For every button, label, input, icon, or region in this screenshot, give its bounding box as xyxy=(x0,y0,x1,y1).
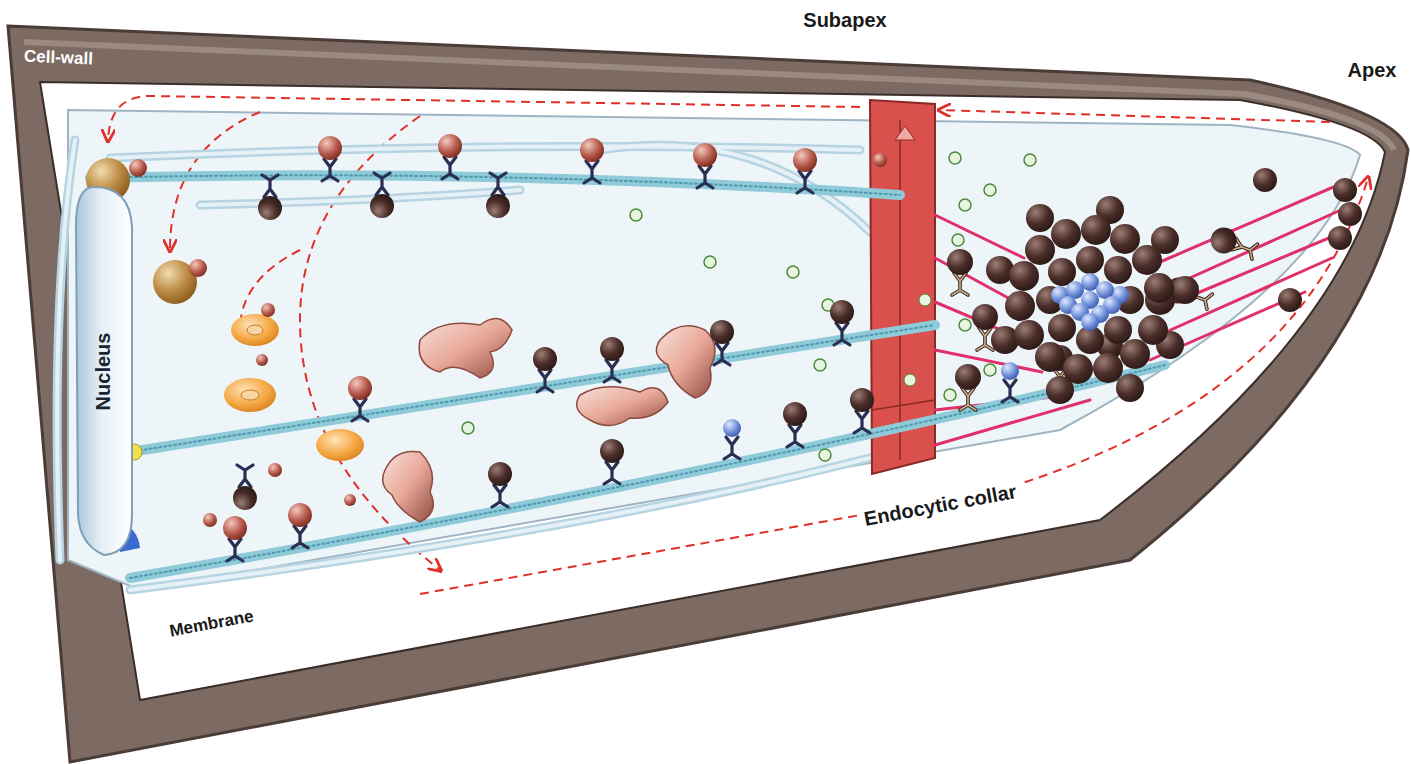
nucleus-label: Nucleus xyxy=(93,332,116,410)
structure-label: Membrane xyxy=(164,606,259,642)
nucleus-outline xyxy=(76,187,132,555)
nucleus: Nucleus xyxy=(72,185,136,557)
microtubules xyxy=(90,175,1165,578)
cell-wall xyxy=(8,26,1408,762)
endoplasmic-reticulum xyxy=(57,140,900,590)
mitochondria xyxy=(383,319,715,522)
motor-vesicles xyxy=(223,134,1259,561)
membrane-band xyxy=(40,82,1385,700)
cytoplasm xyxy=(68,110,1360,590)
endoplasmic-reticulum-core xyxy=(57,140,900,590)
region-label: Subapex xyxy=(803,9,886,32)
region-label: Apex xyxy=(1348,59,1397,82)
structure-label: Endocytic collar xyxy=(858,479,1022,531)
microvesicles xyxy=(462,152,1036,461)
structure-label: Cell-wall xyxy=(23,47,93,70)
spitzenkoerper xyxy=(986,168,1362,404)
